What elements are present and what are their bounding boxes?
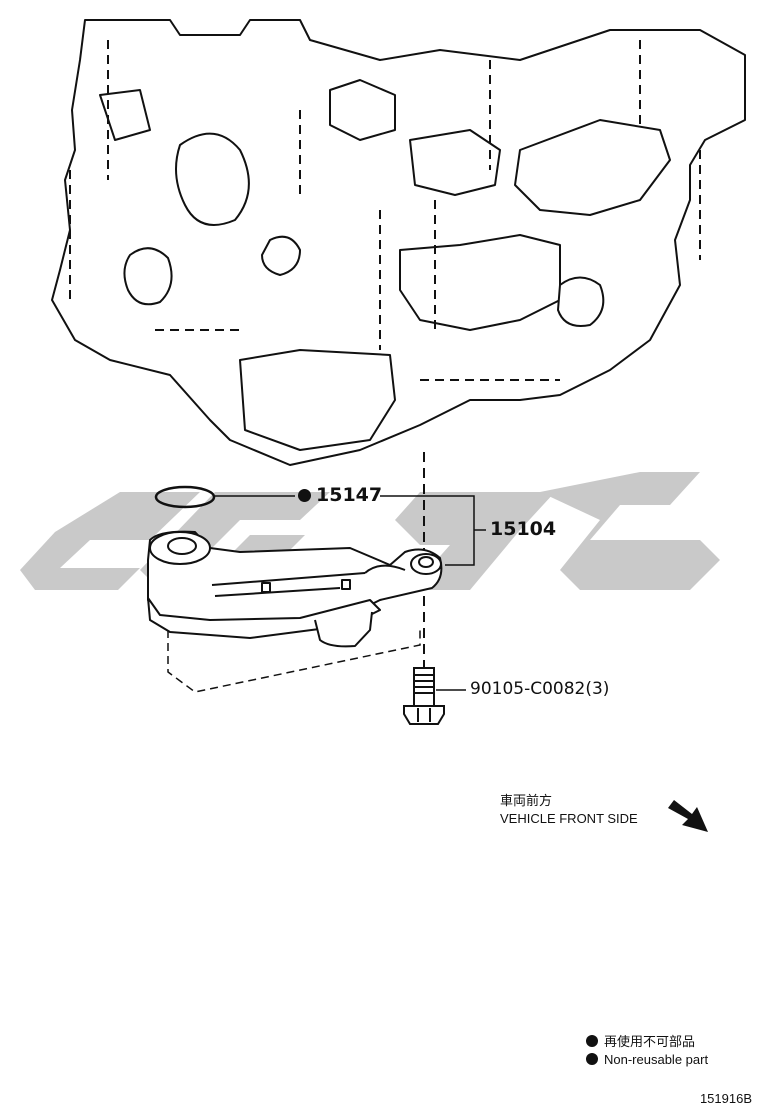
oring-part	[154, 485, 216, 509]
legend-dot-icon	[586, 1053, 598, 1065]
legend-row-en: Non-reusable part	[586, 1052, 708, 1067]
callout-90105: 90105-C0082(3)	[470, 679, 610, 699]
figure-number: 151916B	[699, 1091, 752, 1106]
projection-lines	[167, 628, 421, 693]
engine-detail-dashes	[69, 40, 701, 381]
direction-label-en: VEHICLE FRONT SIDE	[500, 811, 638, 826]
legend-row-jp: 再使用不可部品	[586, 1031, 695, 1050]
direction-note: 車両前方 VEHICLE FRONT SIDE	[500, 792, 638, 828]
non-reusable-dot-icon	[298, 489, 311, 502]
legend-dot-icon	[586, 1035, 598, 1047]
flange-bolt-part	[403, 667, 445, 725]
leader-lines	[215, 495, 486, 691]
callout-15104: 15104	[490, 518, 557, 540]
callout-15147: 15147	[298, 484, 382, 506]
direction-label-jp: 車両前方	[500, 793, 553, 808]
engine-block	[51, 19, 746, 466]
front-direction-arrow-icon	[668, 800, 708, 832]
oil-strainer-part	[147, 530, 443, 648]
